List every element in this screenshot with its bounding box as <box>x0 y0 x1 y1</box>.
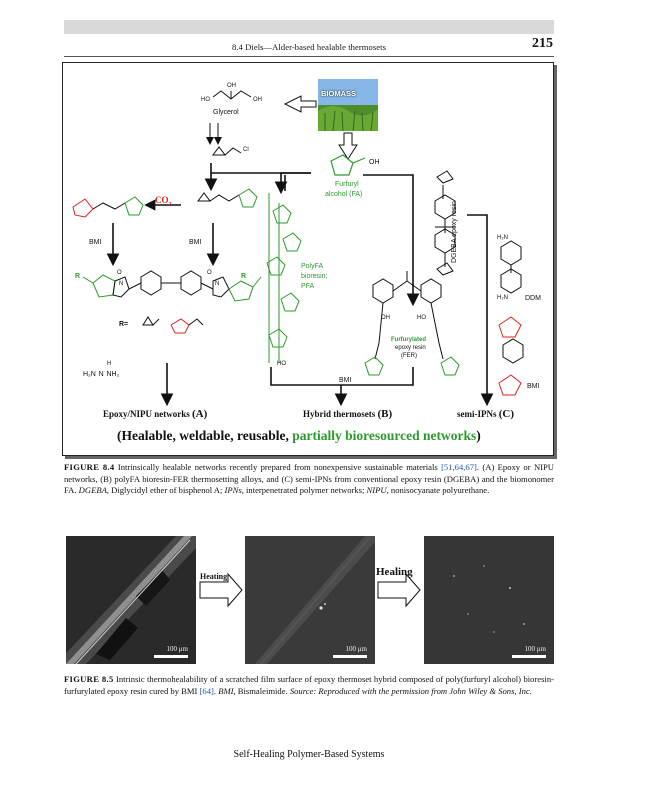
micrograph-healing: 100 μm <box>245 536 375 664</box>
fer-line3: (FER) <box>401 353 417 359</box>
heating-label: Heating <box>200 572 228 581</box>
co2-label: CO2 <box>155 195 172 208</box>
fa-name-line2: alcohol (FA) <box>325 191 363 198</box>
page-number: 215 <box>532 36 553 51</box>
fer-line2: epoxy resin <box>395 345 426 351</box>
citation-link[interactable]: [51,64,67] <box>441 462 477 472</box>
scale-label-1: 100 μm <box>166 645 188 653</box>
imide-n-2: N <box>215 281 220 287</box>
running-title: 8.4 Diels—Alder-based healable thermoset… <box>231 42 387 52</box>
amine-h: H <box>107 361 112 367</box>
polyfa-line1: PolyFA <box>301 263 324 270</box>
header-bar <box>64 20 554 34</box>
polyfa-chain <box>266 193 302 363</box>
biomass-image <box>318 79 378 132</box>
bmi-label-left: BMI <box>89 239 102 246</box>
dgeba-structure <box>434 170 456 276</box>
glycerol-ho: HO <box>201 97 210 103</box>
fer-oh: OH <box>381 315 390 321</box>
scale-bar-1 <box>154 655 188 658</box>
figure-8-4-caption: FIGURE 8.4 Intrinsically healable networ… <box>64 462 554 496</box>
figure-8-5-caption: FIGURE 8.5 Intrinsic thermohealability o… <box>64 674 554 696</box>
bmi-label-bottom: BMI <box>339 377 352 384</box>
amine-formula: H₂N N NH₂ <box>83 371 120 378</box>
scale-bar-3 <box>512 655 546 658</box>
figure-banner: (Healable, weldable, reusable, partially… <box>117 428 481 443</box>
header-rule <box>64 56 554 57</box>
bmi-label-mid: BMI <box>189 239 202 246</box>
fa-name-line1: Furfuryl <box>335 181 359 188</box>
heating-arrow <box>198 570 244 610</box>
fa-oh: OH <box>369 159 380 166</box>
furfuryl-alcohol-structure <box>330 154 366 176</box>
glycerol-label: Glycerol <box>213 109 239 116</box>
r-left: R <box>75 273 81 280</box>
figure-8-4-scheme <box>72 79 524 407</box>
caption-label-85: FIGURE 8.5 <box>64 674 114 684</box>
dgeba-label: DGEBA epoxy resin <box>451 201 458 263</box>
scale-label-2: 100 μm <box>345 645 367 653</box>
open-arrow-down <box>338 132 358 160</box>
fer-structure <box>364 271 460 376</box>
micrograph-scratched: 100 μm <box>66 536 196 664</box>
polyfa-line3: PFA <box>301 283 315 290</box>
fer-line1: Furfurylated <box>391 337 427 343</box>
ddm-h2n-top: H₂N <box>497 235 508 241</box>
glycerol-oh-top: OH <box>227 83 236 89</box>
label-c: semi-IPNs (C) <box>457 408 515 420</box>
scale-bar-2 <box>333 655 367 658</box>
bmi-label-right: BMI <box>527 383 540 390</box>
citation-link-64[interactable]: [64] <box>199 685 214 696</box>
figure-8-4: BIOMASS OH HO OH Glycerol Cl OH Furfuryl… <box>62 62 554 456</box>
epichlorohydrin-cl: Cl <box>243 147 249 153</box>
book-title-footer: Self-Healing Polymer-Based Systems <box>233 749 385 760</box>
healing-label: Healing <box>376 566 413 578</box>
fer-ho: HO <box>417 315 426 321</box>
polyfa-line2: bioresin; <box>301 273 328 280</box>
imide-n-1: N <box>119 281 124 287</box>
dielsalder-adduct-structure <box>82 270 262 302</box>
label-b: Hybrid thermosets (B) <box>303 408 393 420</box>
label-a: Epoxy/NIPU networks (A) <box>103 408 208 420</box>
ddm-label: DDM <box>525 295 541 302</box>
healing-arrow <box>376 570 422 610</box>
scale-label-3: 100 μm <box>524 645 546 653</box>
ddm-h2n-bottom: H₂N <box>497 295 508 301</box>
imide-o-1: O <box>117 270 122 276</box>
micrograph-healed: 100 μm <box>424 536 554 664</box>
open-arrow-left <box>283 95 317 113</box>
imide-o-2: O <box>207 270 212 276</box>
glycerol-oh-right: OH <box>253 97 262 103</box>
caption-label: FIGURE 8.4 <box>64 462 115 472</box>
r-equals: R= <box>119 321 129 328</box>
biomass-label: BIOMASS <box>321 89 357 98</box>
r-right: R <box>241 273 247 280</box>
polyfa-ho: HO <box>277 361 286 367</box>
